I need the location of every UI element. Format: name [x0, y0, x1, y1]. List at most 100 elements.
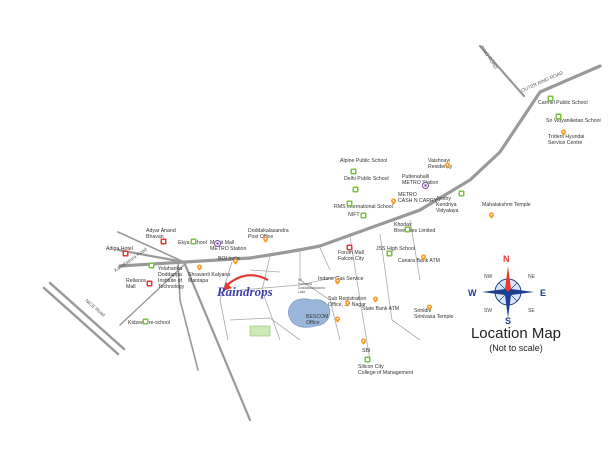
minor-road-5	[349, 235, 371, 361]
road-west	[117, 231, 185, 263]
landmark-label-srinidhi: Srinidhi Srinivasa Temple	[414, 308, 454, 320]
raindrops-logo: Raindrops	[204, 276, 280, 310]
shop-marker-icon	[146, 280, 153, 287]
landmark-label-ekya: Ekya School	[178, 240, 207, 246]
minor-roads	[219, 219, 421, 361]
school-marker-icon	[386, 250, 393, 257]
lake-shape	[288, 298, 331, 328]
road-south-west	[119, 264, 185, 326]
school-marker-icon	[360, 212, 367, 219]
school-marker-icon	[555, 113, 562, 120]
compass-s: S	[505, 316, 512, 326]
minor-road-7	[229, 317, 301, 341]
place-marker-icon	[197, 264, 202, 271]
landmark-label-statebank: State Bank ATM	[362, 306, 400, 312]
compass-rose	[482, 266, 534, 318]
landmark-label-adiga: Adiga Hotel	[106, 246, 133, 252]
place-marker-icon	[421, 254, 426, 261]
map-subtitle: (Not to scale)	[489, 343, 543, 353]
minor-road-4	[319, 247, 331, 271]
landmark-label-indane: Indane Gas Service	[318, 276, 364, 282]
landmark-label-trident: Trident Hyundai Service Centre	[548, 134, 585, 146]
landmark-label-yelahanka: Yelahanka Doddappa Institute of Technolo…	[158, 266, 185, 290]
school-marker-icon	[352, 186, 359, 193]
compass-e: E	[540, 288, 547, 298]
compass-se: SE	[528, 308, 535, 314]
landmark-label-shravanti: Shravanti Kalyana Mantapa	[188, 272, 231, 284]
temple-marker-icon	[427, 304, 432, 311]
school-marker-icon	[458, 190, 465, 197]
project-arrow	[225, 274, 269, 287]
minor-road-2	[261, 255, 281, 341]
nice-road-b	[48, 281, 126, 351]
minor-road-10	[409, 219, 421, 281]
place-marker-icon	[561, 129, 566, 136]
project-plot	[249, 325, 271, 337]
landmark-label-khoday: Khoday Breweries Limited	[394, 222, 436, 234]
minor-road-6	[239, 275, 341, 291]
compass-ne: NE	[528, 274, 535, 280]
metro-marker-icon	[422, 182, 429, 189]
landmark-label-puttenahalli: Puttenahalli METRO Station	[402, 174, 439, 186]
place-marker-icon	[335, 278, 340, 285]
minor-road-9	[379, 233, 421, 341]
nice-road-a	[42, 286, 120, 356]
landmark-label-siliconcity: Silicon City College of Management	[358, 364, 414, 376]
compass-nw: NW	[484, 274, 493, 280]
landmark-label-mahalakshmi: Mahalakshmi Temple	[482, 202, 531, 208]
landmark-label-jss: JSS High School	[376, 246, 415, 252]
minor-road-3	[299, 250, 341, 341]
arrow-head-icon	[223, 282, 232, 291]
landmark-label-nift: NIFT	[348, 212, 360, 218]
compass-sw: SW	[484, 308, 493, 314]
metro-marker-icon	[214, 240, 221, 247]
landmark-label-rms: RMS International School	[334, 204, 393, 210]
landmark-label-carmel: Carmel Public School	[538, 100, 588, 106]
landmark-label-delhi: Delhi Public School	[344, 176, 389, 182]
place-marker-icon	[233, 258, 238, 265]
school-marker-icon	[148, 262, 155, 269]
landmark-label-kidzee: Kidzee Pre-school	[128, 320, 171, 326]
landmark-label-reliance: Reliance Mall	[126, 278, 147, 290]
place-marker-icon	[391, 198, 396, 205]
landmark-label-forum: Forum Mall Falcon City	[338, 250, 364, 262]
compass-w: W	[468, 288, 477, 298]
school-marker-icon	[346, 200, 353, 207]
landmark-label-vaishnavi: Vaishnavi Residency	[428, 158, 453, 170]
landmark-label-cashncarry: METRO CASH N CARRY	[398, 192, 438, 204]
school-marker-icon	[364, 356, 371, 363]
main-road	[42, 44, 602, 422]
project-name: Raindrops	[217, 284, 273, 299]
temple-marker-icon	[489, 212, 494, 219]
place-marker-icon	[445, 162, 450, 169]
landmark-label-bescom: BESCOM Office	[306, 314, 329, 326]
outer-ring-road	[118, 64, 602, 268]
food-marker-icon	[160, 238, 167, 245]
place-marker-icon	[361, 338, 366, 345]
food-marker-icon	[122, 250, 129, 257]
compass-n: N	[503, 254, 510, 264]
landmark-label-jyothy: Jyothy Kendriya Vidyalaya	[436, 196, 459, 214]
place-marker-icon	[335, 316, 340, 323]
place-marker-icon	[263, 236, 268, 243]
school-marker-icon	[404, 226, 411, 233]
school-marker-icon	[190, 238, 197, 245]
shop-marker-icon	[346, 244, 353, 251]
landmark-label-sbi: SBI	[362, 348, 371, 354]
map-title: Location Map	[470, 325, 562, 342]
minor-road-1	[219, 261, 233, 341]
school-marker-icon	[547, 95, 554, 102]
landmark-label-canara: Canara Bank ATM	[398, 258, 440, 264]
school-marker-icon	[142, 318, 149, 325]
minor-road-8	[249, 269, 281, 273]
school-marker-icon	[350, 168, 357, 175]
landmark-label-adyar: Adyar Anand Bhavan	[146, 228, 176, 240]
place-marker-icon	[373, 296, 378, 303]
landmark-label-vidyaniketan: Sri Vidyaniketan School	[546, 118, 601, 124]
ring-road-north	[478, 44, 526, 98]
landmark-label-lake: Sri Subrama Doddakalasandra Lake	[298, 278, 325, 294]
landmark-label-alpine: Alpine Public School	[340, 158, 388, 164]
road-diagonal	[177, 261, 199, 371]
place-marker-icon	[345, 300, 350, 307]
